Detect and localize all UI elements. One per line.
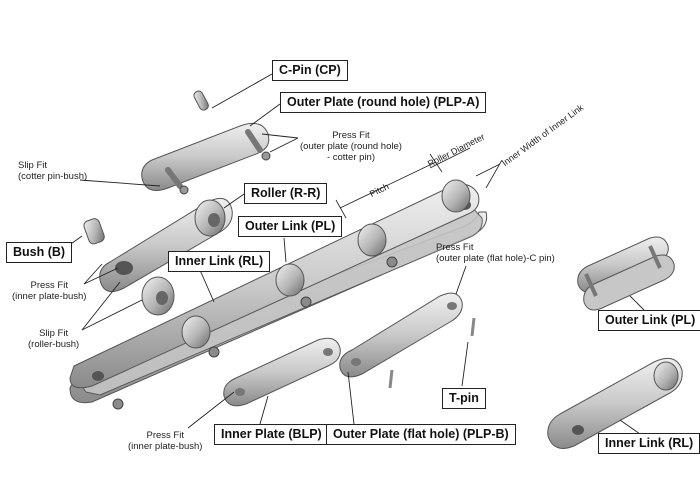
note-press-fit-inner-bush-bottom: Press Fit (inner plate-bush)	[128, 430, 203, 452]
pin	[245, 129, 263, 153]
leader-press-fit-flat	[455, 265, 467, 295]
side-inner-link	[547, 357, 683, 449]
chain-pin-head	[386, 256, 398, 268]
inner-plate-hole	[235, 388, 245, 396]
leader-c-pin	[211, 73, 273, 109]
side-outer-link-plate	[583, 254, 675, 311]
pitch-ext	[429, 153, 443, 173]
loose-roller-hole	[156, 291, 168, 305]
note-press-fit-outer-round: Press Fit (outer plate (round hole) - co…	[300, 130, 402, 163]
side-inner-link-roller	[653, 361, 679, 391]
leader-inner-plate	[259, 395, 269, 425]
label-t-pin: T-pin	[442, 388, 486, 409]
c-pin-shape	[193, 90, 209, 111]
note-press-fit-inner-bush-left: Press Fit (inner plate-bush)	[12, 280, 87, 302]
note-press-fit-flat-cpin: Press Fit (outer plate (flat hole)-C pin…	[436, 242, 555, 264]
leader-press-fit-inner	[83, 263, 103, 285]
pin	[584, 273, 598, 297]
pitch-dim-line	[339, 161, 437, 209]
leader-slip-fit-roller	[81, 299, 143, 331]
label-outer-plate-round: Outer Plate (round hole) (PLP-A)	[280, 92, 487, 113]
leader-press-fit-round	[261, 133, 299, 139]
label-bush: Bush (B)	[6, 242, 73, 263]
pin	[165, 167, 183, 189]
dimension-lines	[335, 147, 503, 219]
chain-pin-head	[300, 296, 312, 308]
side-inner-link-hole	[572, 425, 584, 435]
bush-shape	[83, 218, 105, 245]
leader-t-pin	[461, 341, 469, 387]
leader-side-inner-link	[619, 419, 641, 435]
chain-top-plate	[69, 183, 480, 389]
note-slip-fit-cotter: Slip Fit (cotter pin-bush)	[18, 160, 88, 182]
inner-plate-hole	[323, 348, 333, 356]
leader-outer-link	[283, 237, 287, 263]
pin-end	[261, 151, 271, 161]
loose-roller-part	[141, 276, 175, 316]
chain-roller	[275, 263, 305, 297]
pitch-ext	[335, 199, 347, 219]
label-inner-link-side: Inner Link (RL)	[598, 433, 700, 454]
outer-plate-flat-hole	[351, 358, 361, 366]
label-roller: Roller (R-R)	[244, 183, 328, 204]
chain-hole	[92, 371, 104, 381]
leader-inner-link	[199, 269, 215, 303]
bush-hole	[115, 261, 133, 275]
label-inner-plate: Inner Plate (BLP)	[214, 424, 329, 445]
roller-dia-line	[429, 147, 471, 169]
label-c-pin: C-Pin (CP)	[272, 60, 348, 81]
t-pin-parts	[388, 317, 476, 389]
leader-roller	[223, 193, 245, 209]
pin	[648, 245, 662, 269]
chain-pin-head	[208, 346, 220, 358]
bush-part	[83, 218, 105, 245]
inner-link-exploded	[99, 197, 233, 293]
label-outer-link: Outer Link (PL)	[238, 216, 343, 237]
pin-end	[179, 185, 189, 195]
outer-plate-flat-part	[339, 292, 463, 378]
c-pin-part	[193, 90, 209, 111]
chain-roller	[357, 223, 387, 257]
chain-roller	[181, 315, 211, 349]
inner-width-line	[475, 163, 501, 177]
leader-press-fit-inner	[83, 267, 119, 285]
inner-width-ext	[485, 159, 503, 189]
label-outer-link-side: Outer Link (PL)	[598, 310, 700, 331]
side-outer-link	[577, 236, 675, 311]
main-chain-assembly	[69, 179, 488, 410]
outer-plate-round-part	[141, 122, 271, 195]
leader-outer-plate-flat	[347, 371, 355, 425]
leader-side-outer-link	[629, 295, 645, 311]
leader-lines	[67, 73, 645, 435]
outer-plate-flat-hole	[447, 302, 457, 310]
t-pin-shape	[388, 369, 394, 389]
t-pin-shape	[470, 317, 476, 337]
leader-slip-fit-roller	[81, 281, 121, 331]
leader-slip-fit-cotter	[79, 179, 161, 187]
leader-press-fit-round	[269, 137, 299, 153]
leader-press-fit-bottom	[187, 391, 235, 429]
label-outer-plate-flat: Outer Plate (flat hole) (PLP-B)	[326, 424, 516, 445]
inner-plate-part	[223, 337, 341, 407]
roller-exploded-hole	[208, 213, 220, 227]
label-inner-link: Inner Link (RL)	[168, 251, 271, 272]
chain-roller	[441, 179, 471, 213]
note-slip-fit-roller: Slip Fit (roller-bush)	[28, 328, 80, 350]
outer-plate-flat-shape	[339, 292, 463, 378]
inner-plate-shape	[223, 337, 341, 407]
chain-pin-head	[112, 398, 124, 410]
leader-outer-plate-round	[249, 103, 281, 127]
